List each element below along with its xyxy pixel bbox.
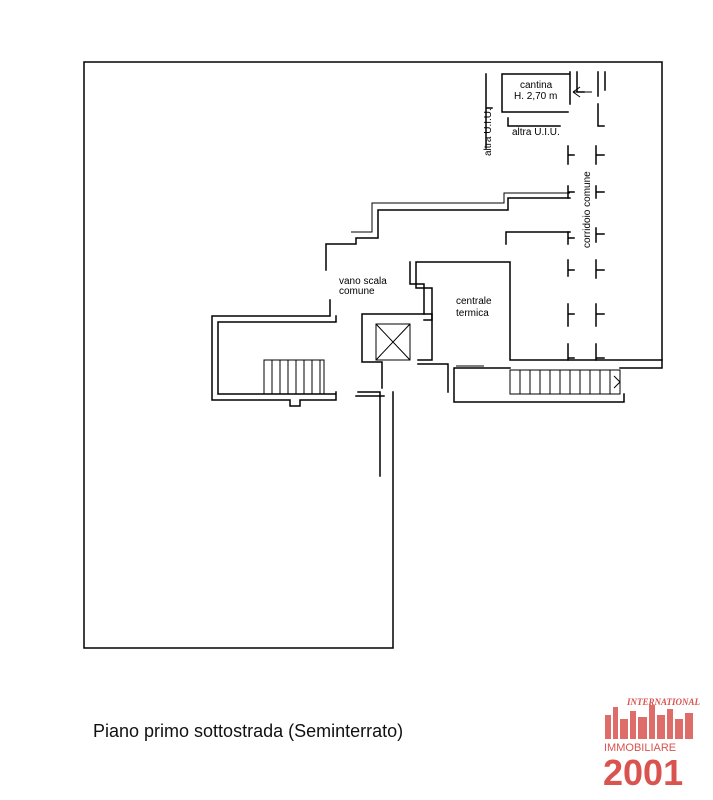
elevator-shaft	[361, 313, 433, 389]
cantina-walls	[485, 71, 606, 149]
logo-middle-text: IMMOBILIARE	[604, 742, 676, 754]
stair-treads-left	[263, 359, 325, 395]
left-hall-walls	[355, 363, 449, 477]
cantina-height-label: H. 2,70 m	[514, 91, 557, 102]
stair-treads-right	[453, 367, 625, 403]
vano-scala-label: vano scala	[339, 276, 387, 287]
logo-top-text: INTERNATIONAL	[626, 697, 701, 707]
plan-caption: Piano primo sottostrada (Seminterrato)	[93, 721, 404, 741]
comune-label: comune	[339, 286, 375, 297]
termica-label: termica	[456, 308, 489, 319]
cantina-label: cantina	[520, 80, 553, 91]
stepped-wall-double	[351, 192, 570, 233]
arrow	[572, 86, 592, 98]
agency-logo: INTERNATIONAL IMMOBILIARE 2001	[603, 697, 701, 788]
stair-room-walls	[211, 299, 337, 407]
altra-uiu-vertical-label: altra U.I.U.	[483, 108, 494, 156]
stepped-wall	[325, 197, 571, 271]
altra-uiu-label: altra U.I.U.	[512, 127, 560, 138]
corridor-wall	[505, 231, 571, 245]
logo-bottom-text: 2001	[603, 752, 683, 788]
outer-boundary	[83, 61, 663, 649]
corridor-stubs	[567, 145, 605, 361]
centrale-label: centrale	[456, 296, 492, 307]
corridoio-label: corridoio comune	[582, 171, 593, 248]
centrale-walls	[409, 261, 663, 361]
